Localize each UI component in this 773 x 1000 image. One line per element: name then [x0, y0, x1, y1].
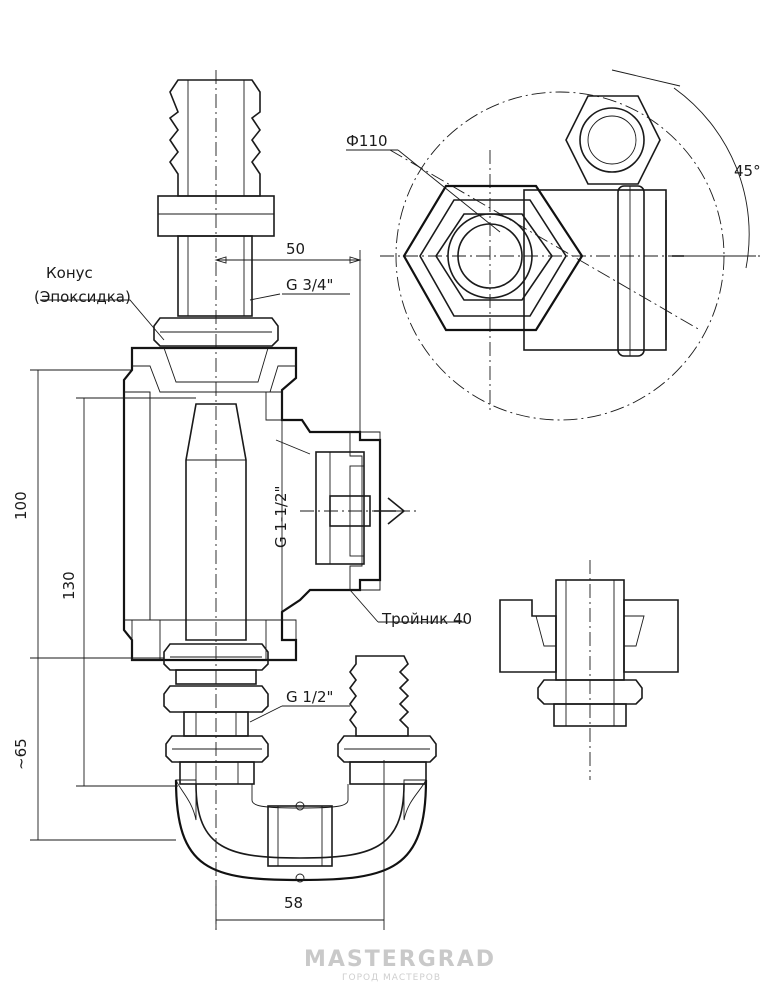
dim-50: 50 [286, 240, 305, 258]
cone-label: Конус [46, 264, 93, 282]
thread-top-label: G 3/4" [286, 276, 333, 294]
top-view: Ф110 45° [346, 69, 761, 421]
thread-bottom-label: G 1/2" [286, 688, 333, 706]
detail-view [499, 560, 679, 780]
main-section-view: Конус (Эпоксидка) 50 G 3/4" Тройник 40 G… [12, 70, 472, 930]
side-outlet-barb [337, 655, 437, 785]
lower-assembly [163, 643, 269, 785]
u-bend [174, 779, 428, 883]
filter-body [122, 346, 416, 662]
watermark-brand: MASTERGRAD [304, 947, 496, 972]
watermark-sub: ГОРОД МАСТЕРОВ [342, 973, 441, 983]
dim-65: ~65 [12, 738, 30, 770]
dimensions [30, 250, 466, 930]
dim-100: 100 [12, 491, 30, 520]
cone-material-label: (Эпоксидка) [34, 288, 131, 306]
tee-label: Тройник 40 [381, 610, 472, 628]
dim-130: 130 [60, 571, 78, 600]
thread-mid-label: G 1-1/2" [272, 486, 290, 548]
diameter-label: Ф110 [346, 132, 388, 150]
dim-58: 58 [284, 894, 303, 912]
angle-label: 45° [734, 162, 761, 180]
top-hose-fitting [153, 79, 279, 347]
